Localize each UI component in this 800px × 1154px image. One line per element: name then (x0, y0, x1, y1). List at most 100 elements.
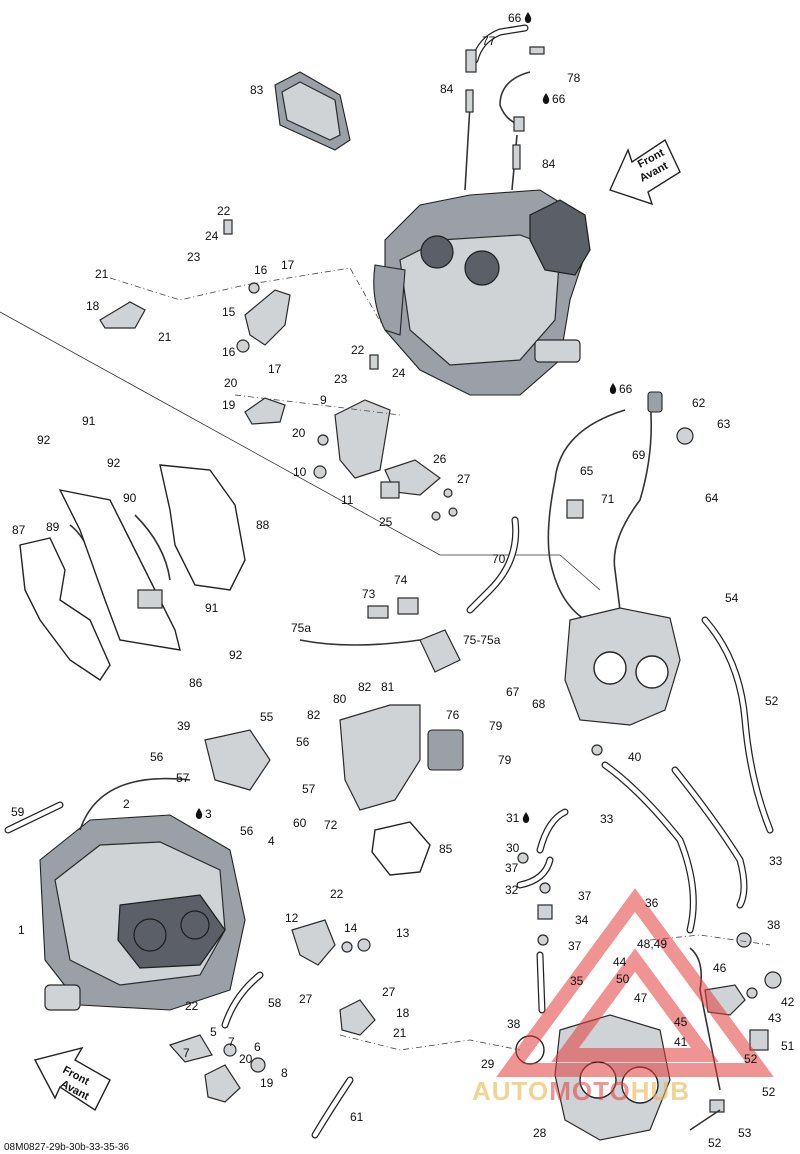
callout-c75a: 75a (291, 621, 311, 635)
ecu-module-83 (274, 71, 351, 151)
callout-c52d: 52 (708, 1136, 722, 1150)
part-42 (764, 971, 782, 989)
bracket-81 (339, 704, 421, 811)
callout-c18a: 18 (86, 299, 100, 313)
callout-c92c: 92 (229, 648, 243, 662)
callout-c3: 3 (205, 807, 212, 821)
bracket-5 (168, 1034, 213, 1063)
callout-c52a: 52 (765, 694, 779, 708)
oil-drop-icon (195, 808, 203, 819)
oil-drop-icon (542, 93, 550, 104)
callout-c44: 44 (613, 955, 627, 969)
callout-c28: 28 (533, 1126, 547, 1140)
callout-c22d: 22 (185, 999, 199, 1013)
engine-top (373, 104, 591, 396)
callout-c72: 72 (324, 818, 338, 832)
callout-c40: 40 (628, 750, 642, 764)
callout-c74: 74 (394, 573, 408, 587)
callout-c26: 26 (433, 452, 447, 466)
callout-c39: 39 (177, 719, 191, 733)
callout-c71: 71 (601, 492, 615, 506)
mount-19b (204, 1064, 241, 1103)
callout-c57a: 57 (176, 771, 190, 785)
bracket-55 (204, 729, 271, 791)
ref-line-3 (0, 311, 560, 556)
callout-c75b: 75-75a (463, 633, 501, 647)
harness-75 (299, 639, 441, 651)
callout-c92b: 92 (107, 456, 121, 470)
callout-c89: 89 (46, 520, 60, 534)
engine-bottom (39, 777, 246, 1011)
callout-c52c: 52 (762, 1085, 776, 1099)
callout-c21b: 21 (158, 330, 172, 344)
callout-c18b: 18 (396, 1006, 410, 1020)
callout-c24a: 24 (205, 229, 219, 243)
callout-c51: 51 (781, 1039, 795, 1053)
clamp-40 (591, 744, 603, 756)
callout-c47: 47 (634, 991, 648, 1005)
callout-c76: 76 (446, 708, 460, 722)
bracket-15 (244, 289, 291, 346)
callout-c23a: 23 (187, 250, 201, 264)
callout-c34: 34 (575, 913, 589, 927)
bolt-8 (250, 1057, 266, 1073)
callout-c30: 30 (506, 841, 520, 855)
bracket-12 (291, 919, 336, 966)
cap-62 (647, 391, 663, 413)
callout-c63: 63 (717, 417, 731, 431)
mount-19 (244, 397, 286, 425)
front-arrow-top: Front Avant (609, 138, 681, 206)
callout-c90: 90 (123, 491, 137, 505)
callout-c58: 58 (268, 996, 282, 1010)
clamp-38 (736, 932, 752, 948)
washer-14 (341, 941, 353, 953)
callout-c20c: 20 (239, 1052, 253, 1066)
svg-text:AUTOMOTOHUB: AUTOMOTOHUB (472, 1076, 690, 1106)
callout-c65: 65 (580, 464, 594, 478)
ring-63 (676, 427, 694, 445)
callout-c33b: 33 (769, 854, 783, 868)
callout-c16a: 16 (254, 263, 268, 277)
fasteners-top (223, 219, 458, 521)
plug-cap (465, 49, 477, 73)
callout-c5: 5 (210, 1025, 217, 1039)
oil-drop-icon (522, 812, 530, 823)
callout-c41: 41 (674, 1035, 688, 1049)
watermark: AUTOMOTOHUB (472, 888, 774, 1106)
callout-c33a: 33 (600, 812, 614, 826)
callout-c16b: 16 (222, 345, 236, 359)
callout-c64: 64 (705, 491, 719, 505)
callout-c22c: 22 (330, 887, 344, 901)
callout-c22b: 22 (351, 343, 365, 357)
callout-c83: 83 (250, 83, 264, 97)
callout-c91b: 91 (205, 601, 219, 615)
callout-c53: 53 (738, 1126, 752, 1140)
mount-18b (339, 999, 376, 1036)
ref-line-1 (109, 267, 386, 331)
callout-c37b: 37 (578, 889, 592, 903)
callout-c20b: 20 (292, 426, 306, 440)
cable-65 (547, 409, 626, 626)
ref-line-4 (339, 1034, 521, 1051)
callout-c92a: 92 (37, 433, 51, 447)
spark-plug-84a (465, 89, 474, 113)
callout-c4: 4 (268, 834, 275, 848)
ref-line-2 (234, 394, 401, 416)
callout-c84a: 84 (440, 82, 454, 96)
callout-c36: 36 (645, 896, 659, 910)
callout-c67: 67 (506, 685, 520, 699)
callout-c79b: 79 (498, 753, 512, 767)
callout-c13: 13 (396, 926, 410, 940)
callout-c32: 32 (505, 883, 519, 897)
callout-c62: 62 (692, 396, 706, 410)
callout-c66a: 66 (508, 11, 522, 25)
cover-85 (371, 821, 431, 876)
cover-86 (58, 489, 181, 651)
callout-c12: 12 (285, 911, 299, 925)
belt-90 (134, 514, 171, 581)
callout-c73: 73 (362, 587, 376, 601)
hose-33b (671, 766, 748, 909)
callout-c21a: 21 (95, 267, 109, 281)
bushing-71 (566, 499, 584, 519)
